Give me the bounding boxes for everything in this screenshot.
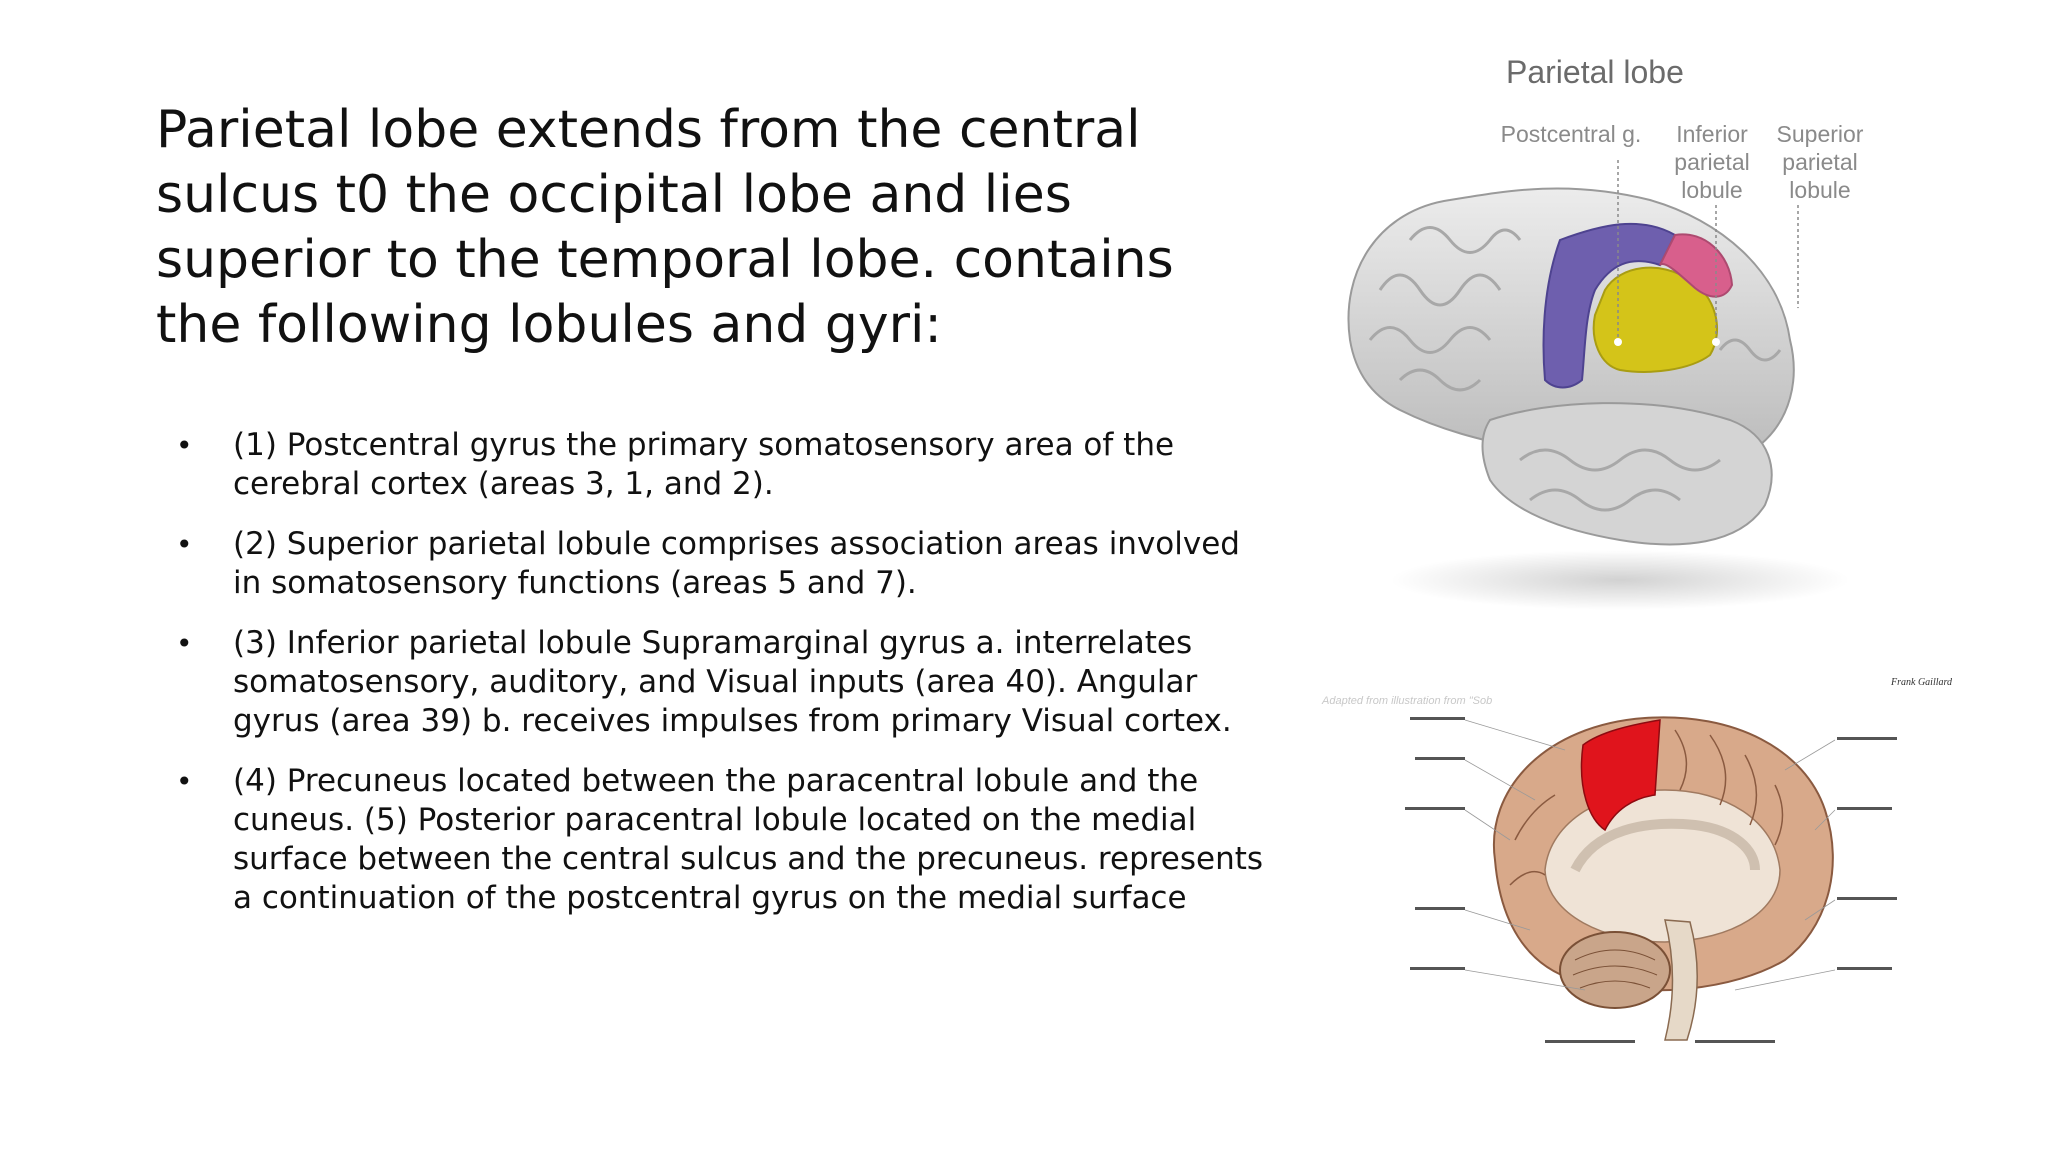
bullet-item: • (4) Precuneus located between the para… <box>162 762 1272 918</box>
temporal-lobe-shape <box>1481 402 1773 546</box>
parietal-lobe-medial-figure: Adapted from illustration from "Sob Fran… <box>1315 670 2005 1070</box>
bullet-marker: • <box>176 627 193 660</box>
superior-parietal-lobule-region <box>1659 233 1734 298</box>
bullet-item: • (3) Inferior parietal lobule Supramarg… <box>162 624 1272 741</box>
pointer-dot <box>1794 308 1802 316</box>
bullet-text: (3) Inferior parietal lobule Supramargin… <box>233 625 1232 739</box>
label-superior-parietal-lobule: Superior parietal lobule <box>1776 121 1864 203</box>
label-pointer-lines <box>1617 160 1799 340</box>
bullet-marker: • <box>176 429 193 462</box>
bullet-text: (2) Superior parietal lobule comprises a… <box>233 526 1240 601</box>
pointer-dot <box>1712 338 1720 346</box>
paracentral-highlight-region <box>1580 719 1661 832</box>
annotation-marks <box>1405 717 1897 1043</box>
bullet-marker: • <box>176 765 193 798</box>
figure-author: Frank Gaillard <box>1891 677 1953 688</box>
brain-shadow <box>1390 550 1850 610</box>
label-leader-lines <box>1464 719 1836 991</box>
brainstem <box>1664 919 1698 1041</box>
slide-title: Parietal lobe extends from the central s… <box>156 100 1174 355</box>
figure-credit: Adapted from illustration from "Sob <box>1322 695 1493 707</box>
figure-title: Parietal lobe <box>1506 54 1684 90</box>
bullet-item: • (1) Postcentral gyrus the primary soma… <box>162 426 1272 504</box>
bullet-item: • (2) Superior parietal lobule comprises… <box>162 525 1272 603</box>
brain-lateral-illustration <box>1347 160 1850 610</box>
cerebellum <box>1559 931 1671 1009</box>
bullet-marker: • <box>176 528 193 561</box>
bullet-list: • (1) Postcentral gyrus the primary soma… <box>162 426 1272 939</box>
medial-gyri-texture <box>1509 729 1784 886</box>
parietal-lobe-lateral-figure: Parietal lobe Postcentral g. Inferior pa… <box>1320 50 1880 610</box>
label-inferior-parietal-lobule: Inferior parietal lobule <box>1674 121 1750 203</box>
corpus-callosum <box>1570 818 1760 873</box>
label-postcentral-gyrus: Postcentral g. <box>1500 121 1642 147</box>
inferior-parietal-lobule-region <box>1592 266 1719 373</box>
brain-medial-illustration <box>1405 716 1897 1043</box>
postcentral-gyrus-region <box>1542 222 1677 389</box>
gyri-texture <box>1368 226 1782 512</box>
bullet-text: (1) Postcentral gyrus the primary somato… <box>233 427 1175 502</box>
pointer-dot <box>1614 338 1622 346</box>
cerebellum-texture <box>1572 949 1658 989</box>
bullet-text: (4) Precuneus located between the parace… <box>233 763 1264 916</box>
